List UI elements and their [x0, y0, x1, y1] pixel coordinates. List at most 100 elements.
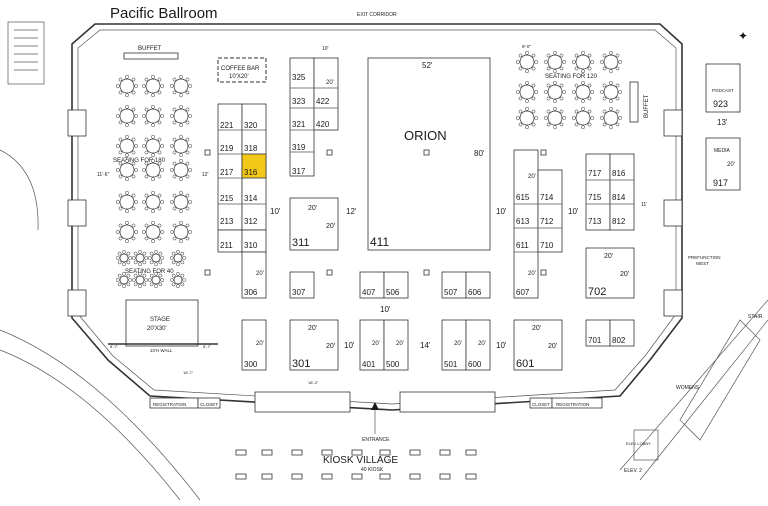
chair: [185, 137, 190, 142]
booth-319[interactable]: 319: [292, 143, 306, 152]
booth-300[interactable]: 300: [244, 360, 258, 369]
table-top: [119, 78, 135, 94]
booth-320[interactable]: 320: [244, 121, 258, 130]
booth-923[interactable]: [705, 63, 741, 113]
booth-316-highlight[interactable]: [241, 153, 267, 179]
kiosk[interactable]: [351, 449, 363, 456]
kiosk[interactable]: [379, 449, 391, 456]
booth-323[interactable]: 323: [292, 97, 306, 106]
chair: [169, 144, 174, 148]
kiosk[interactable]: [351, 473, 363, 480]
chair: [151, 153, 155, 158]
kiosk[interactable]: [235, 449, 247, 456]
booth-407[interactable]: 407: [362, 288, 376, 297]
booth-401[interactable]: 401: [362, 360, 376, 369]
booth-307[interactable]: 307: [292, 288, 306, 297]
booth-606[interactable]: 606: [468, 288, 482, 297]
booth-306[interactable]: 306: [244, 288, 258, 297]
prefunction-label-2: WEST: [696, 261, 709, 266]
chair: [144, 120, 149, 125]
booth-613[interactable]: 613: [516, 217, 530, 226]
table-top: [519, 54, 535, 70]
booth-500[interactable]: 500: [386, 360, 400, 369]
booth-714[interactable]: 714: [540, 193, 554, 202]
chair: [128, 256, 133, 260]
booth-715[interactable]: 715: [588, 193, 602, 202]
booth-411[interactable]: 411: [370, 235, 389, 249]
booth-310[interactable]: 310: [244, 241, 258, 250]
booth-702[interactable]: 702: [588, 286, 606, 298]
booth-215[interactable]: 215: [220, 194, 234, 203]
kiosk[interactable]: [379, 473, 391, 480]
kiosk[interactable]: [321, 473, 333, 480]
booth-717[interactable]: 717: [588, 169, 602, 178]
booth-420[interactable]: 420: [316, 120, 330, 129]
booth-507[interactable]: 507: [444, 288, 458, 297]
kiosk[interactable]: [321, 449, 333, 456]
booth-318[interactable]: 318: [244, 144, 258, 153]
booth-422[interactable]: 422: [316, 97, 330, 106]
chair: [185, 77, 190, 82]
chair: [615, 83, 620, 88]
chair: [581, 99, 585, 104]
round-table: [543, 80, 567, 104]
booth-713[interactable]: 713: [588, 217, 602, 226]
booth-600[interactable]: 600: [468, 360, 482, 369]
chair: [185, 223, 190, 228]
chair: [131, 120, 136, 125]
booth-314[interactable]: 314: [244, 194, 258, 203]
booth-712[interactable]: 712: [540, 217, 554, 226]
booth-325[interactable]: 325: [292, 73, 306, 82]
round-table: [169, 158, 193, 182]
kiosk[interactable]: [409, 473, 421, 480]
chair: [525, 125, 529, 130]
kiosk[interactable]: [439, 473, 451, 480]
booth-311[interactable]: 311: [292, 237, 310, 249]
kiosk[interactable]: [291, 449, 303, 456]
kiosk[interactable]: [235, 473, 247, 480]
registration-right[interactable]: [551, 397, 603, 409]
booth-321[interactable]: 321: [292, 120, 306, 129]
closet-left[interactable]: [197, 397, 221, 409]
dim-11-right: 11': [641, 202, 647, 208]
booth-701[interactable]: 701: [588, 336, 602, 345]
chair: [525, 80, 529, 85]
kiosk[interactable]: [291, 473, 303, 480]
kiosk[interactable]: [261, 449, 273, 456]
kiosk[interactable]: [261, 473, 273, 480]
booth-213[interactable]: 213: [220, 217, 234, 226]
booth-816[interactable]: 816: [612, 169, 626, 178]
chair: [185, 161, 190, 166]
booth-312[interactable]: 312: [244, 217, 258, 226]
booth-615[interactable]: 615: [516, 193, 530, 202]
booth-710[interactable]: 710: [540, 241, 554, 250]
kiosk[interactable]: [465, 473, 477, 480]
booth-219[interactable]: 219: [220, 144, 234, 153]
chair: [131, 161, 136, 166]
booth-501[interactable]: 501: [444, 360, 458, 369]
booth-607[interactable]: 607: [516, 288, 530, 297]
booth-316[interactable]: 316: [244, 168, 258, 177]
booth-611[interactable]: 611: [516, 241, 529, 250]
booth-917[interactable]: [705, 137, 741, 191]
booth-401-dim: 20': [372, 341, 380, 347]
booth-814[interactable]: 814: [612, 193, 626, 202]
booth-317[interactable]: 317: [292, 167, 306, 176]
round-table: [141, 74, 165, 98]
kiosk[interactable]: [465, 449, 477, 456]
booth-802[interactable]: 802: [612, 336, 626, 345]
round-table: [115, 104, 139, 128]
booth-301[interactable]: 301: [292, 358, 310, 370]
booth-812[interactable]: 812: [612, 217, 626, 226]
chair: [131, 137, 136, 142]
booth-601[interactable]: 601: [516, 358, 534, 370]
booth-211[interactable]: 211: [220, 241, 233, 250]
booth-221[interactable]: 221: [220, 121, 234, 130]
coffee-bar[interactable]: [217, 57, 267, 83]
kiosk[interactable]: [409, 449, 421, 456]
stage[interactable]: [125, 299, 199, 347]
kiosk[interactable]: [439, 449, 451, 456]
booth-506[interactable]: 506: [386, 288, 400, 297]
booth-217[interactable]: 217: [220, 168, 234, 177]
table-top: [547, 54, 563, 70]
